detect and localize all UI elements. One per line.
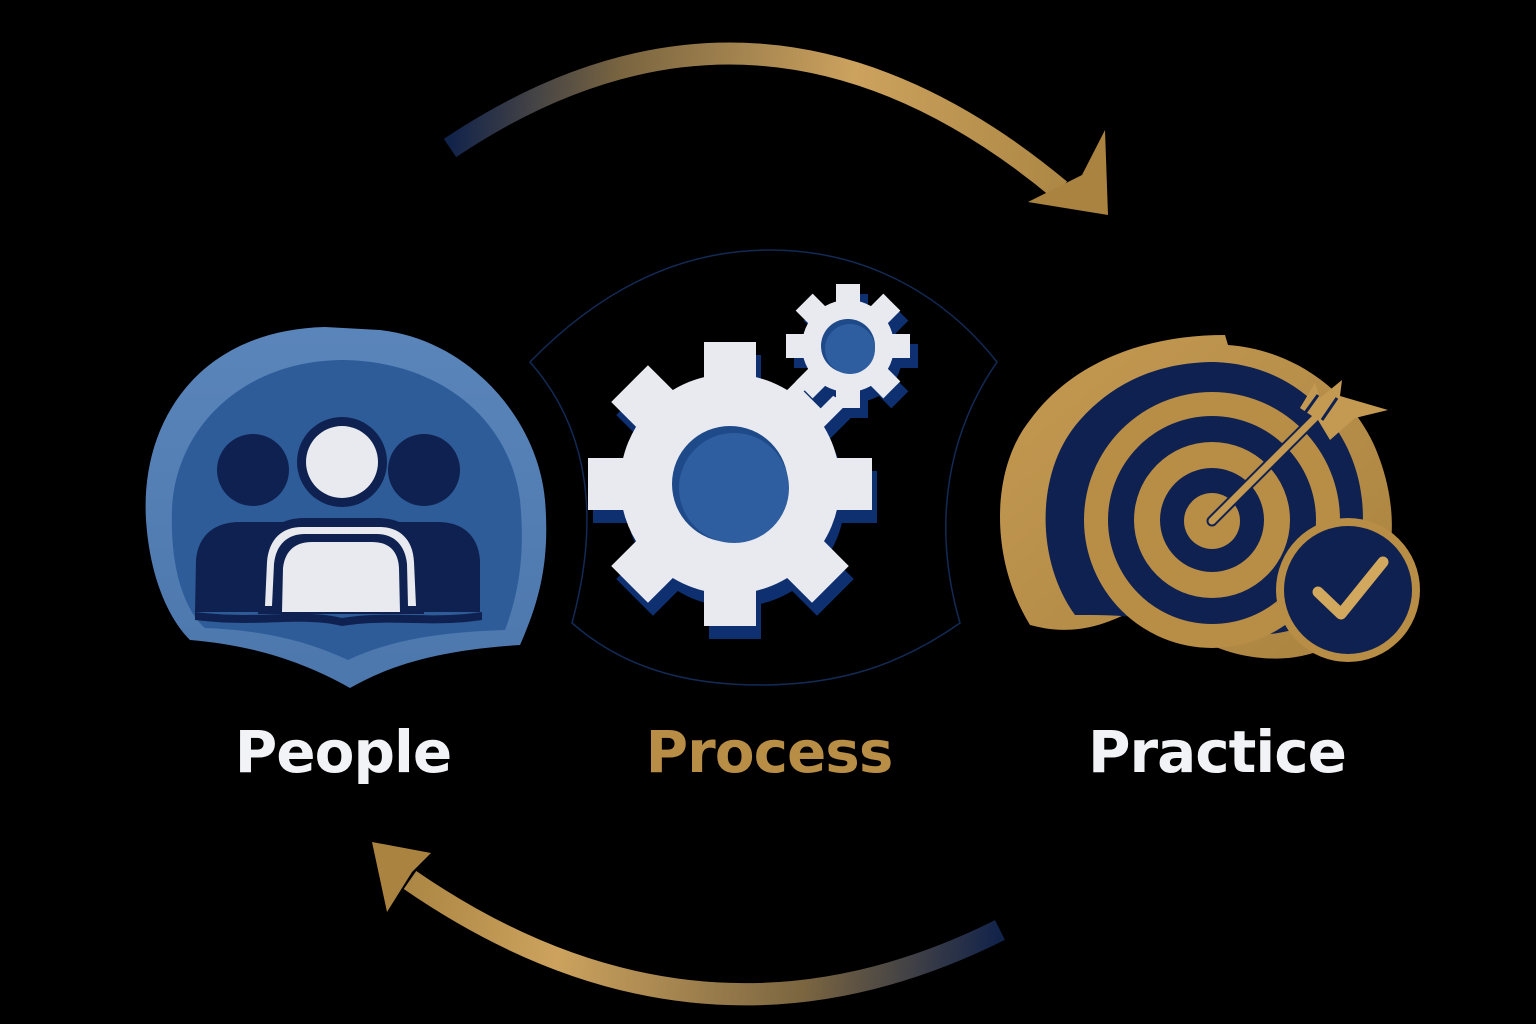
person-left-head <box>217 434 289 506</box>
people-badge-base <box>195 612 482 626</box>
person-front-body <box>282 542 400 612</box>
large-gear <box>588 342 872 626</box>
checkmark-icon <box>1312 556 1389 620</box>
arrow-top-head <box>1028 130 1108 215</box>
process-frame <box>528 249 998 686</box>
target-icon <box>1000 335 1420 662</box>
checkmark-badge <box>1276 518 1420 662</box>
small-gear <box>786 284 910 408</box>
people-icon <box>145 327 547 688</box>
person-right-head <box>388 434 460 506</box>
arrow-bottom <box>372 842 1005 1006</box>
label-practice: Practice <box>1088 718 1347 786</box>
dart-arrow <box>1206 380 1388 527</box>
arrow-top-shaft <box>443 42 1068 199</box>
dart-fletching <box>1300 380 1388 440</box>
label-process: Process <box>645 718 894 786</box>
arrow-top <box>443 42 1108 215</box>
arrow-bottom-head <box>372 842 431 912</box>
arrow-bottom-shaft <box>403 870 1005 1006</box>
person-front-head <box>306 426 378 498</box>
gears-icon <box>588 284 918 639</box>
label-people: People <box>234 718 452 786</box>
